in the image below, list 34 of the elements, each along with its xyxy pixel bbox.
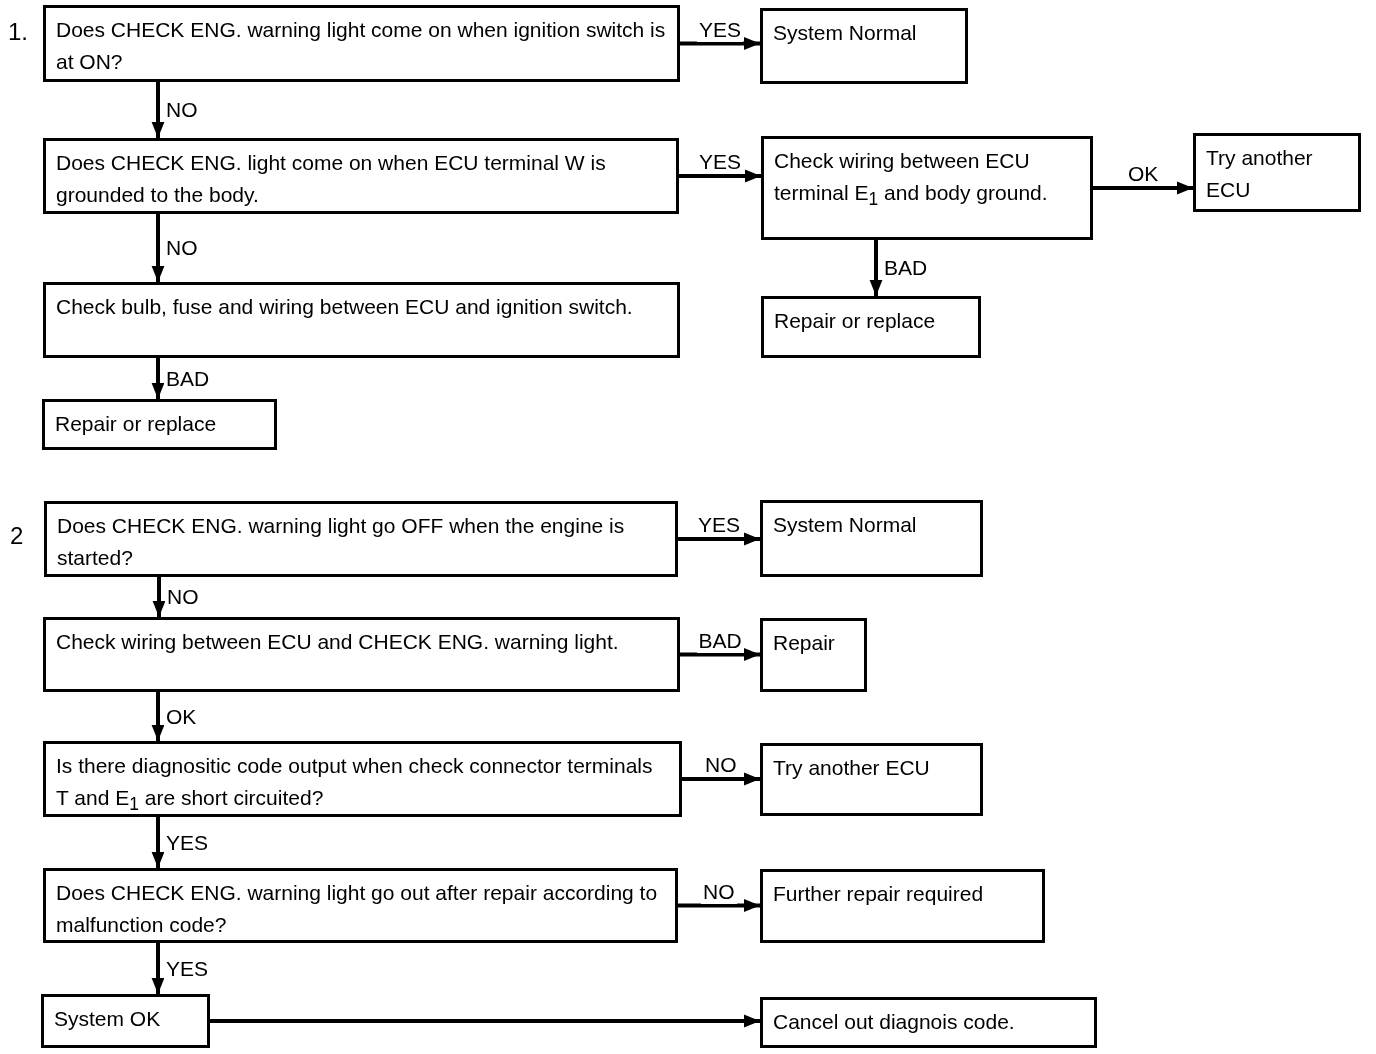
arrow (680, 648, 760, 661)
arrow (1093, 181, 1193, 195)
result-box: Try another ECU (1193, 133, 1361, 212)
process-box: Does CHECK ENG. light come on when ECU terminal W is grounded to the body. (43, 138, 679, 214)
arrow (151, 692, 165, 741)
result-box: System Normal (760, 8, 968, 84)
arrow (679, 169, 761, 183)
process-box: Does CHECK ENG. warning light come on when ignition switch is at ON? (43, 5, 680, 82)
arrow (680, 37, 760, 50)
arrow (678, 899, 760, 912)
process-box: Check wiring between ECU and CHECK ENG. warning light. (43, 617, 680, 692)
arrow (678, 532, 760, 546)
process-box: Is there diagnositic code output when check connector terminals T and E$_{1}$ are short circuited? (43, 741, 682, 817)
result-box: Further repair required (760, 869, 1045, 943)
arrow (151, 358, 165, 399)
result-box: Try another ECU (760, 743, 983, 816)
process-box: Repair or replace (42, 399, 277, 450)
result-box: System Normal (760, 500, 983, 577)
result-box: Cancel out diagnois code. (760, 997, 1097, 1048)
process-box: System OK (41, 994, 210, 1048)
arrow (210, 1014, 760, 1028)
process-box: Check bulb, fuse and wiring between ECU and ignition switch. (43, 282, 680, 358)
arrow (151, 943, 165, 994)
arrow (682, 772, 760, 786)
arrow (151, 214, 165, 282)
arrow (152, 577, 166, 617)
result-box: Check wiring between ECU terminal E$_{1}$ and body ground. (761, 136, 1093, 240)
arrow (151, 817, 165, 868)
arrow (869, 240, 883, 296)
arrow (151, 82, 165, 138)
result-box: Repair or replace (761, 296, 981, 358)
result-box: Repair (760, 618, 867, 692)
process-box: Does CHECK ENG. warning light go OFF when the engine is started? (44, 501, 678, 577)
process-box: Does CHECK ENG. warning light go out after repair according to malfunction code? (43, 868, 678, 943)
